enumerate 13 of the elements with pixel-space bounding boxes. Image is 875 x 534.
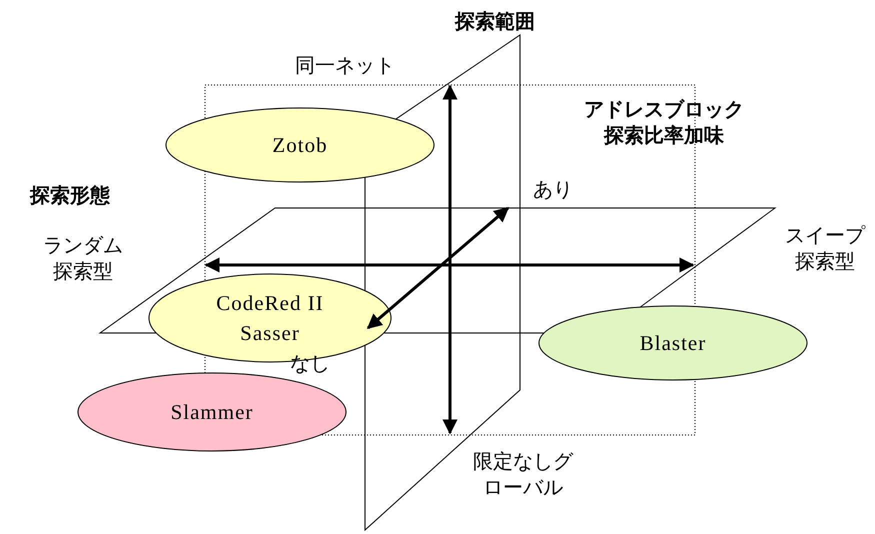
axis-end-label: スイープ探索型 bbox=[784, 222, 866, 274]
axis-end-label: ランダム探索型 bbox=[42, 232, 124, 284]
node-label: Slammer bbox=[170, 399, 254, 426]
axis-title: 探索形態 bbox=[28, 182, 111, 208]
node-label: CodeRed II bbox=[215, 290, 325, 317]
node-label: Zotob bbox=[271, 132, 329, 159]
axis-title: アドレスブロック探索比率加味 bbox=[583, 96, 745, 148]
axis-end-label: あり bbox=[532, 176, 574, 202]
node-label: Blaster bbox=[638, 330, 708, 357]
axis-end-label: 限定なしグローバル bbox=[472, 448, 574, 500]
axis-end-label: 同一ネット bbox=[294, 52, 396, 78]
axis-title: 探索範囲 bbox=[454, 8, 536, 34]
node-label: Sasser bbox=[239, 320, 301, 347]
